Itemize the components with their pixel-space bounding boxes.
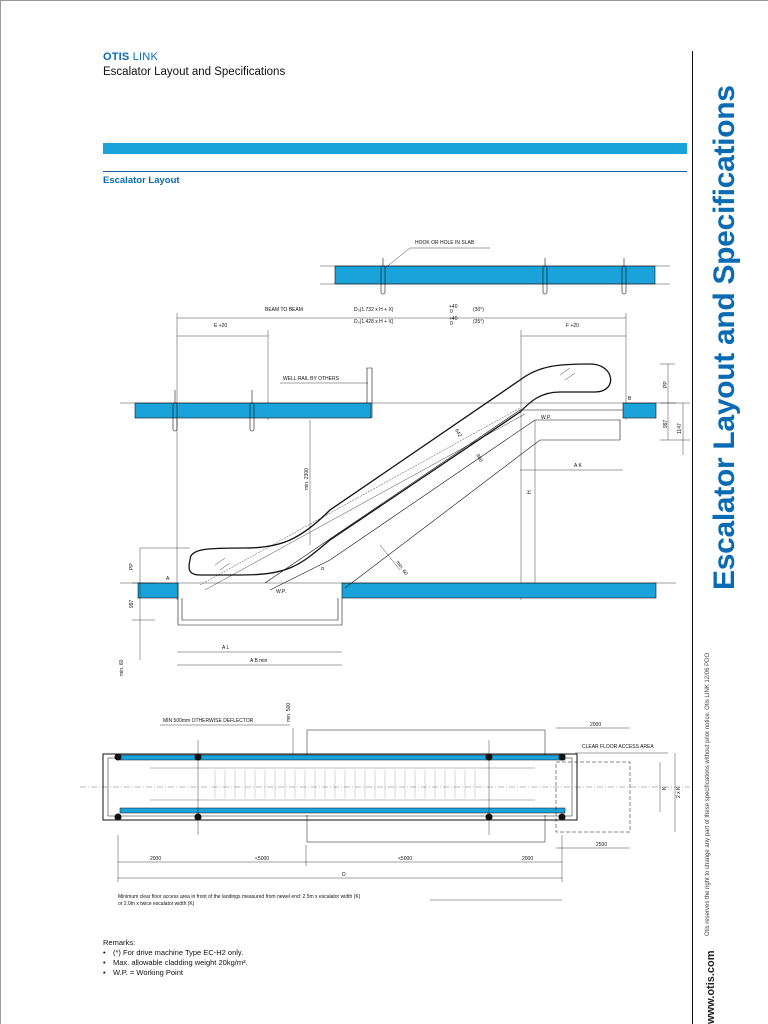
beam-dims	[176, 313, 627, 600]
right-dims	[520, 363, 690, 583]
tol-plus-1: +40	[449, 304, 458, 310]
lower-floor	[120, 582, 676, 599]
page-header: OTIS LINK Escalator Layout and Specifica…	[103, 51, 285, 78]
dim-h: H	[527, 490, 533, 494]
dim-5000-a: <5000	[255, 856, 269, 862]
escalator-truss	[177, 363, 623, 626]
left-dims	[132, 420, 342, 666]
remarks: Remarks: (*) For drive machine Type EC-H…	[103, 938, 248, 978]
dim-642: 642	[453, 428, 462, 438]
wp-upper: W.P.	[541, 415, 551, 421]
dim-ab-min: A B min	[250, 658, 267, 664]
dim-k: K	[662, 786, 668, 790]
remark-item: (*) For drive machine Type EC-H2 only.	[103, 948, 248, 958]
dim-2500: 2500	[596, 842, 607, 848]
page-subtitle: Escalator Layout and Specifications	[103, 66, 286, 78]
tol-zero-1: 0	[450, 309, 453, 315]
dim-997-upper: 997	[663, 419, 669, 428]
min500-label: min. 500	[286, 703, 292, 722]
d35-formula: D₀(1.428 x H + X)	[354, 319, 394, 325]
tol-zero-2: 0	[450, 321, 453, 327]
dim-al: A L	[222, 645, 229, 651]
section-heading: Escalator Layout	[103, 171, 687, 186]
dim-min-60-side: min. 60	[119, 659, 125, 676]
deflector-label: MIN 500mm OTHERWISE DEFLECTOR	[163, 718, 254, 724]
e-dim: E +20	[214, 323, 227, 329]
blue-header-bar	[103, 143, 687, 154]
well-rail-label: WELL RAIL BY OTHERS	[283, 376, 340, 382]
tol-plus-2: +40	[449, 316, 458, 322]
dim-d: D	[342, 872, 346, 878]
page-border-left	[0, 0, 1, 1024]
dim-997-lower: 997	[129, 599, 135, 608]
deg35-label: (35°)	[473, 319, 484, 325]
dim-2xk: 2 x K	[676, 786, 682, 798]
brand-link: LINK	[132, 51, 158, 63]
hook-icon	[380, 258, 627, 295]
pp-lower: PP	[129, 563, 135, 570]
remark-item: W.P. = Working Point	[103, 968, 248, 978]
hook-label: HOOK OR HOLE IN SLAB	[415, 240, 475, 246]
clear-floor-label: CLEAR FLOOR ACCESS AREA	[582, 744, 654, 750]
a-label: A	[166, 576, 170, 582]
dim-980: 980	[474, 453, 483, 463]
b-label: B	[628, 396, 632, 402]
dim-2000-top: 2000	[590, 722, 601, 728]
pp-upper: PP	[663, 381, 669, 388]
wp-lower: W.P.	[276, 589, 286, 595]
deg30-label: (30°)	[473, 307, 484, 313]
note-line-1: Minimum clear floor access area in front…	[118, 894, 361, 900]
plan-view: MIN 500mm OTHERWISE DEFLECTOR min. 500	[80, 703, 690, 901]
top-slab: HOOK OR HOLE IN SLAB	[320, 240, 670, 295]
dim-5000-b: <5000	[398, 856, 412, 862]
dim-2000-left: 2000	[150, 856, 161, 862]
alpha-label: α	[321, 566, 324, 572]
dim-2000-right: 2000	[522, 856, 533, 862]
f-dim: F +20	[566, 323, 579, 329]
upper-floor: WELL RAIL BY OTHERS	[120, 367, 676, 432]
brand-otis: OTIS	[103, 51, 130, 63]
dim-min-60: min. 60	[394, 560, 408, 577]
d30-formula: D₀(1.732 x H + X)	[354, 307, 394, 313]
brand: OTIS LINK	[103, 51, 285, 63]
remarks-list: (*) For drive machine Type EC-H2 only. M…	[103, 948, 248, 978]
dim-1147: 1147	[677, 423, 683, 434]
dim-ak: A K	[574, 463, 582, 469]
dim-min2300: min. 2300	[304, 468, 310, 490]
section-title: Escalator Layout	[103, 175, 180, 186]
note-line-2: or 2.0m x twice escalator width (K)	[118, 901, 195, 907]
right-divider	[692, 51, 693, 1024]
remark-item: Max. allowable cladding weight 20kg/m².	[103, 958, 248, 968]
beam-to-beam-label: BEAM TO BEAM	[265, 307, 303, 313]
remarks-title: Remarks:	[103, 938, 136, 947]
page-border-top	[0, 0, 768, 1]
